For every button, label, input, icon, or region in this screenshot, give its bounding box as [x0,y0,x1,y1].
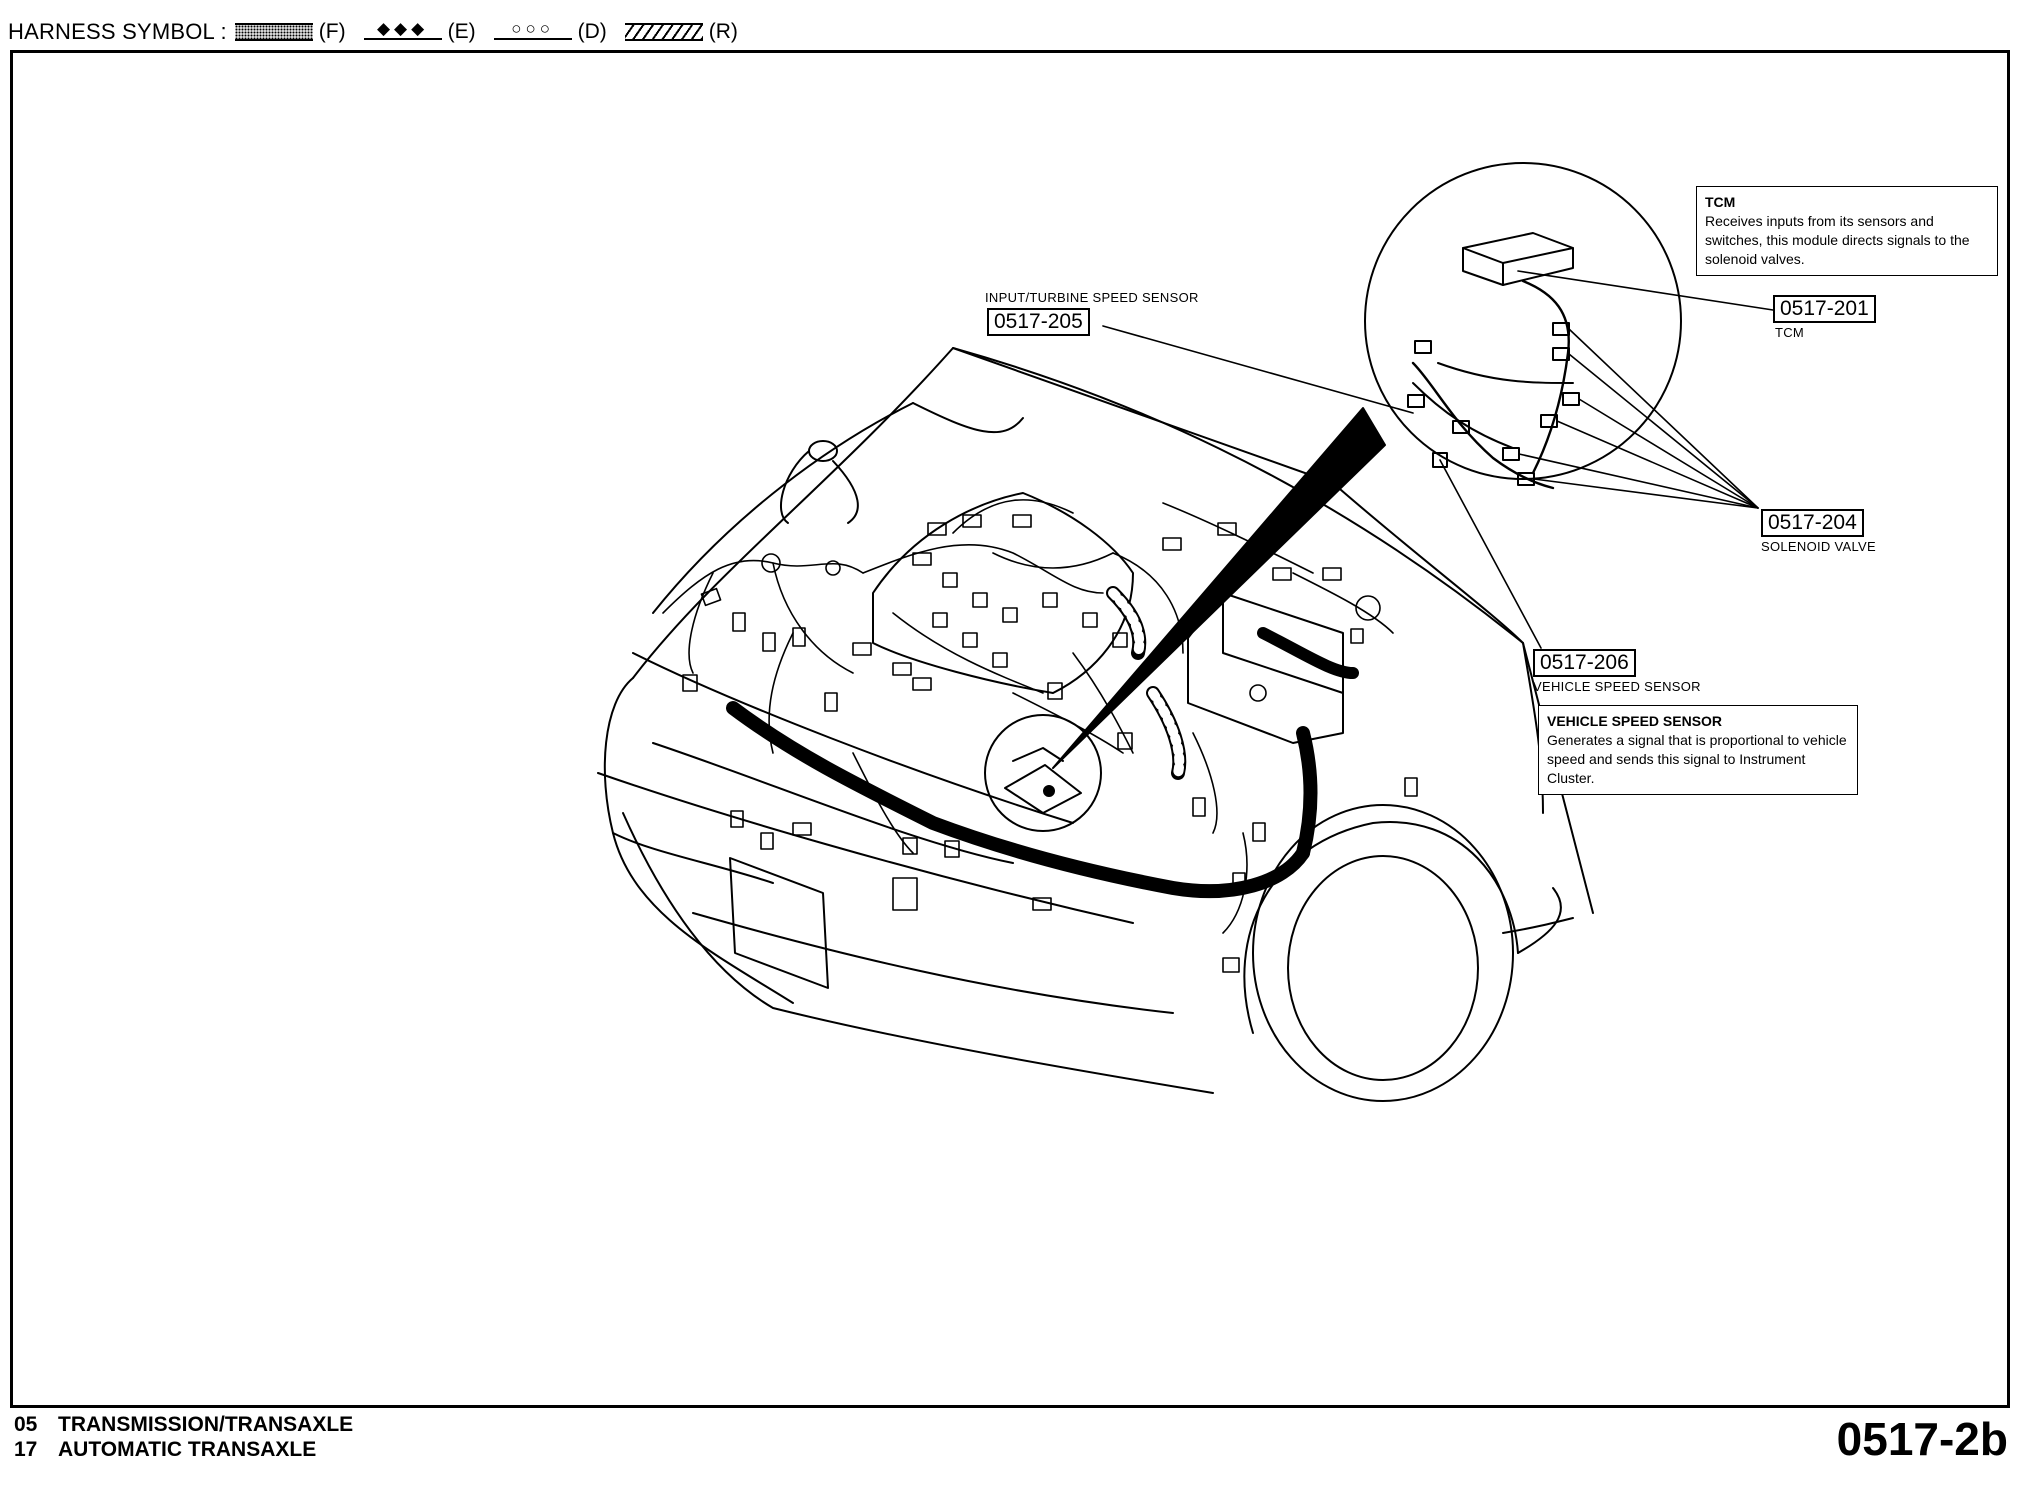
legend-item-e: ◆◆◆ (E) [363,19,476,44]
circle-harness-symbol: ○○○ [493,19,572,41]
section-footer: 05 TRANSMISSION/TRANSAXLE 17 AUTOMATIC TRA… [14,1412,353,1462]
legend-code-f: (F) [318,20,346,43]
vss-info-box: VEHICLE SPEED SENSOR Generates a signal … [1538,705,1858,795]
tcm-sublabel: TCM [1775,325,1805,340]
leader-lines [1102,270,1774,649]
solenoid-valve-code: 0517-204 [1761,509,1864,537]
legend-item-f: (F) [234,20,346,44]
hatched-harness-symbol [624,23,703,41]
tcm-info-text: Receives inputs from its sensors and swi… [1705,213,1970,267]
front-harness [726,627,1359,899]
callout-wedge [1052,407,1386,769]
legend-code-d: (D) [577,20,607,43]
vehicle-speed-sensor-sublabel: VEHICLE SPEED SENSOR [1533,679,1701,694]
diagram-frame: INPUT/TURBINE SPEED SENSOR 0517-205 TCM … [10,50,2010,1408]
legend-code-r: (R) [708,20,738,43]
harness-location-diagram [597,162,1774,1102]
harness-symbol-legend: HARNESS SYMBOL : (F) ◆◆◆ (E) ○○○ (D) (R) [8,16,756,48]
turbine-sensor-detail [984,714,1102,832]
section-title: TRANSMISSION/TRANSAXLE [58,1413,354,1436]
tcm-info-title: TCM [1705,194,1736,210]
tcm-code: 0517-201 [1773,295,1876,323]
legend-title: HARNESS SYMBOL : [8,19,227,44]
input-turbine-sensor-code: 0517-205 [987,308,1090,336]
section-number: 05 [14,1413,38,1436]
footer-line-1: 05 TRANSMISSION/TRANSAXLE [14,1412,353,1437]
page-number: 0517-2b [1836,1413,2008,1465]
tcm-detail-circle [1364,162,1682,490]
vehicle-speed-sensor-code: 0517-206 [1533,649,1636,677]
solenoid-valve-sublabel: SOLENOID VALVE [1761,539,1876,554]
diamond-harness-symbol: ◆◆◆ [363,19,442,41]
subsection-number: 17 [14,1438,38,1461]
legend-item-d: ○○○ (D) [493,19,607,44]
subsection-title: AUTOMATIC TRANSAXLE [58,1438,317,1461]
footer-line-2: 17 AUTOMATIC TRANSAXLE [14,1437,353,1462]
legend-code-e: (E) [447,20,476,43]
vss-info-title: VEHICLE SPEED SENSOR [1547,713,1723,729]
vss-info-text: Generates a signal that is proportional … [1547,732,1847,786]
connectors [682,514,1418,973]
dotted-harness-symbol [234,23,313,41]
hatched-harness [1106,586,1187,780]
legend-item-r: (R) [624,20,738,44]
input-turbine-sensor-label: INPUT/TURBINE SPEED SENSOR [985,290,1199,305]
tcm-info-box: TCM Receives inputs from its sensors and… [1696,186,1998,276]
